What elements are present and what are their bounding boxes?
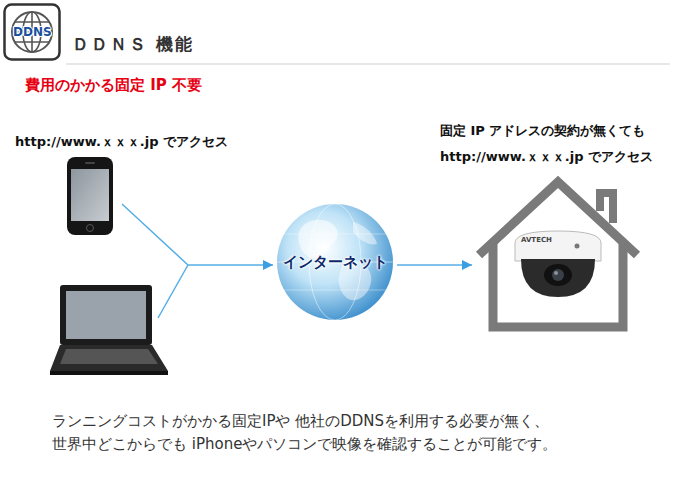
node-label: DDNS	[13, 25, 52, 39]
house-outline-shape	[474, 175, 642, 332]
arrow-connector	[122, 204, 273, 265]
node-label: http://www.ｘｘｘ.jp でアクセス	[15, 134, 228, 150]
node-sublabel: http://www.ｘｘｘ.jp でアクセス	[440, 149, 653, 165]
header-rule	[66, 64, 670, 65]
node-label: 固定 IP アドレスの契約が無くても	[440, 123, 645, 139]
node-label: インターネット	[283, 253, 388, 271]
description-line: 世界中どこからでも iPhoneやパソコンで映像を確認することが可能です。	[52, 435, 557, 453]
headline-note: 費用のかかる固定 IP 不要	[25, 76, 202, 94]
house-outline: 固定 IP アドレスの契約が無くてもhttp://www.ｘｘｘ.jp でアクセ…	[474, 175, 642, 332]
arrow-connector	[397, 264, 472, 266]
smartphone-shape	[66, 156, 114, 236]
smartphone: http://www.ｘｘｘ.jp でアクセス	[66, 156, 114, 236]
camera-brand: AVTECH	[521, 236, 552, 244]
diagram-title: ＤＤＮＳ 機能	[72, 34, 194, 54]
internet-globe: インターネット	[275, 202, 395, 322]
merge-line	[158, 265, 188, 318]
description-line: ランニングコストがかかる固定IPや 他社のDDNSを利用する必要が無く、	[52, 412, 549, 430]
laptop-illustration	[50, 285, 168, 375]
ddns-icon: DDNS	[3, 3, 61, 61]
